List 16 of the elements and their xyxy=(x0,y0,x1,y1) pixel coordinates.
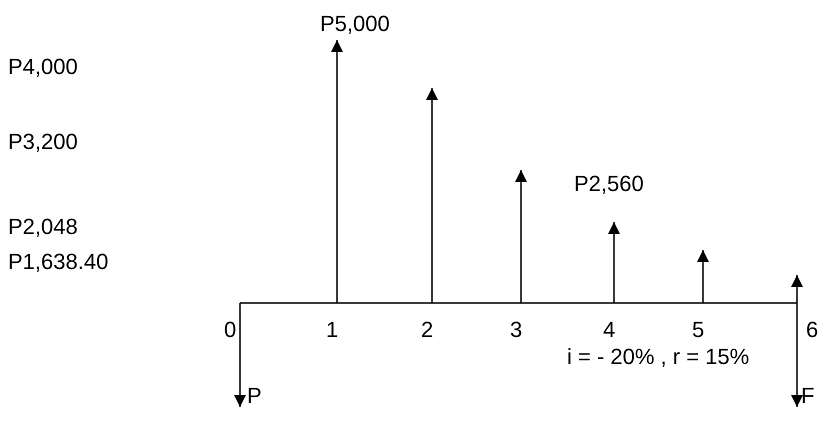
period-label: 0 xyxy=(224,318,236,342)
rate-note: i = - 20% , r = 15% xyxy=(567,345,750,369)
amount-label: P4,000 xyxy=(8,55,78,79)
amount-label: P5,000 xyxy=(320,12,390,36)
period-label: 3 xyxy=(510,318,522,342)
future-worth-label: F xyxy=(801,384,814,408)
amount-label: P2,048 xyxy=(8,215,78,239)
amount-label: P3,200 xyxy=(8,130,78,154)
present-worth-label: P xyxy=(247,384,262,408)
period-label: 6 xyxy=(806,318,818,342)
period-label: 1 xyxy=(326,318,338,342)
period-label: 4 xyxy=(603,318,616,342)
amount-label: P2,560 xyxy=(574,172,644,196)
amount-label: P1,638.40 xyxy=(8,250,108,274)
period-label: 2 xyxy=(421,318,434,342)
period-label: 5 xyxy=(692,318,704,342)
